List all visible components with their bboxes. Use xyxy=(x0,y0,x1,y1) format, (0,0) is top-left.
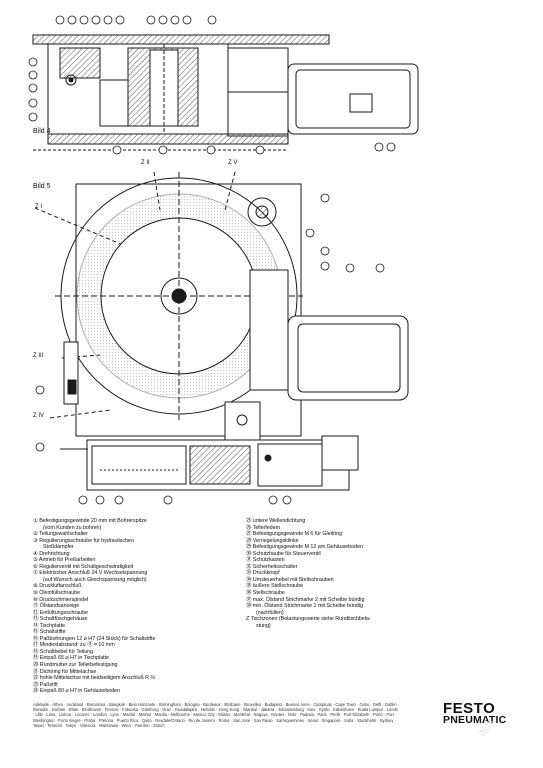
legend-item: ㊳ min. Ölstand Strichmarke 1 mit Scheibe… xyxy=(246,603,363,610)
legend-item: ㊱ Stellschraube xyxy=(246,590,285,597)
legend-item: ⑦ Elektrischer Anschluß 24 V Wechselspan… xyxy=(33,570,148,577)
legend-item: ⑬ Schaltfüschgehäuse xyxy=(33,616,88,623)
legend-item: ㉖ Tellerfedern xyxy=(246,524,281,531)
legend-item: stung) xyxy=(256,622,271,629)
legend-item: ⑨ Öleinfüllschraube xyxy=(33,590,81,597)
figure-label-bild4: Bild 4 xyxy=(33,128,51,135)
legend-item: ㉚ Schutzhaube für Steuerventil xyxy=(246,550,321,557)
legend-item: Z Tischzonen (Belastungswerte siehe Rund… xyxy=(246,616,371,623)
brand-logo-pneumatic: PNEUMATIC xyxy=(443,714,507,726)
legend-item: ⑮ Schaltstifte xyxy=(33,629,66,636)
legend-item: ㉟ äußere Stellschraube xyxy=(246,583,304,590)
zone-label-zv: Z V xyxy=(228,160,238,166)
legend-item: (vom Kunden zu bohren) xyxy=(43,524,102,531)
zone-label-ziv: Z IV xyxy=(33,413,45,419)
legend-item: ㉘ Verriegelungsklinke xyxy=(246,537,299,544)
legend-item: ③ Regulierungsschraube für hydraulischen xyxy=(33,537,134,544)
legend-item: ⑥ Regulierventil mit Schaltgeschwindigke… xyxy=(33,563,134,570)
zone-label-zi: Z I xyxy=(35,204,42,210)
brand-logo-festo: FESTO xyxy=(443,700,496,717)
legend-item: ㉒ hohle Mittelachse mit beidseitigem Ans… xyxy=(33,675,155,682)
legend-item: ㊲ max. Ölstand Strichmarke 2 mit Scheibe… xyxy=(246,596,365,603)
legend-item: ㉗ Befestigungsgewinde M 6 für Gleitring xyxy=(246,531,343,538)
figure-label-bild5: Bild 5 xyxy=(33,183,51,190)
legend-item: ⑫ Entlüftungsschraube xyxy=(33,609,88,616)
legend-item: ㉞ Umsteuerhebel mit Stellschrauben xyxy=(246,576,334,583)
legend-right-column: ㉕ untere Wellendichtung ㉖ Tellerfedern ㉗… xyxy=(246,518,371,629)
legend-item: ⑳ Rundmutter zur Tellerbefestigung xyxy=(33,662,118,669)
legend-item: ㉑ Dichtring für Mittelachse xyxy=(33,668,97,675)
legend-item: ⑰ Mindestabstand: zu ⑪ = 10 mm xyxy=(33,642,115,649)
office-locations: Adelaide · Athen · Auckland · Barcelona … xyxy=(33,702,400,728)
callout-markers xyxy=(28,15,396,505)
legend-item: ⑭ Tischplatte xyxy=(33,622,66,629)
legend-item: ㉔ Einpaß 80 ⌀ H7 in Gehäuseboden xyxy=(33,688,121,695)
legend-item: ㉙ Befestigungsgewinde M 12 am Gehäusebod… xyxy=(246,544,363,551)
legend-item: ㉕ untere Wellendichtung xyxy=(246,518,306,524)
legend-item: ① Befestigungsgewinde 20 mm mit Bohrersp… xyxy=(33,518,147,524)
bild5-top-view-drawing xyxy=(34,171,409,491)
legend-item: ⑲ Einpaß 65 ⌀ H7 in Tischplatte xyxy=(33,655,110,662)
zone-label-ziii: Z III xyxy=(33,353,44,359)
legend-item: ⑧ Druckluftanschluß xyxy=(33,583,82,590)
legend-item: (auf Wunsch auch Gleichspannung möglich) xyxy=(43,576,147,583)
zone-label-zii: Z II xyxy=(141,160,150,166)
legend-item: ㉜ Sicherheitsschalter xyxy=(246,563,298,570)
legend-item: ② Teilungswahlschalter xyxy=(33,531,88,538)
bild4-section-drawing xyxy=(32,34,419,151)
legend-item: ㉓ Paßstift xyxy=(33,681,58,688)
legend-item: ⑩ Druckschmierspindel xyxy=(33,596,89,603)
legend-item: ⑪ Ölstandsanzeige xyxy=(33,603,80,610)
legend-item: Stoßdämpfer xyxy=(43,544,74,551)
legend-item: ㉛ Schutzkasten xyxy=(246,557,285,564)
legend-item: ⑯ Paßbohrungen 12 ⌀ H7 (24 Stück) für Sc… xyxy=(33,635,156,642)
legend-item: ⑤ Antrieb für Preßarbeiten xyxy=(33,557,96,564)
legend-item: ④ Drehrichtung xyxy=(33,550,70,557)
legend-left-column: ① Befestigungsgewinde 20 mm mit Bohrersp… xyxy=(33,518,155,695)
legend-item: (nachfüllen) xyxy=(256,609,284,616)
legend-item: ㉝ Druckknopf xyxy=(246,570,280,577)
legend-item: ⑱ Schaltbebel für Teilung xyxy=(33,648,94,655)
